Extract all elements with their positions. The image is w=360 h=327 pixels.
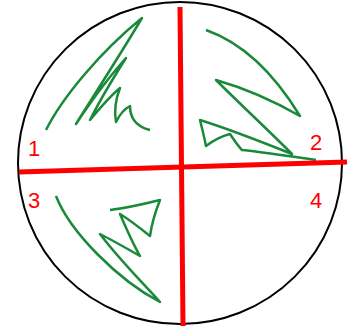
divider-line (19, 162, 347, 172)
quadrant-number: 1 (28, 138, 40, 160)
quadrant-number: 3 (28, 190, 40, 212)
quadrant-number: 2 (310, 132, 322, 154)
bacterial-streak (200, 30, 316, 160)
quadrant-number: 4 (310, 190, 322, 212)
bacterial-streak (56, 196, 160, 302)
bacterial-streak (46, 18, 150, 130)
